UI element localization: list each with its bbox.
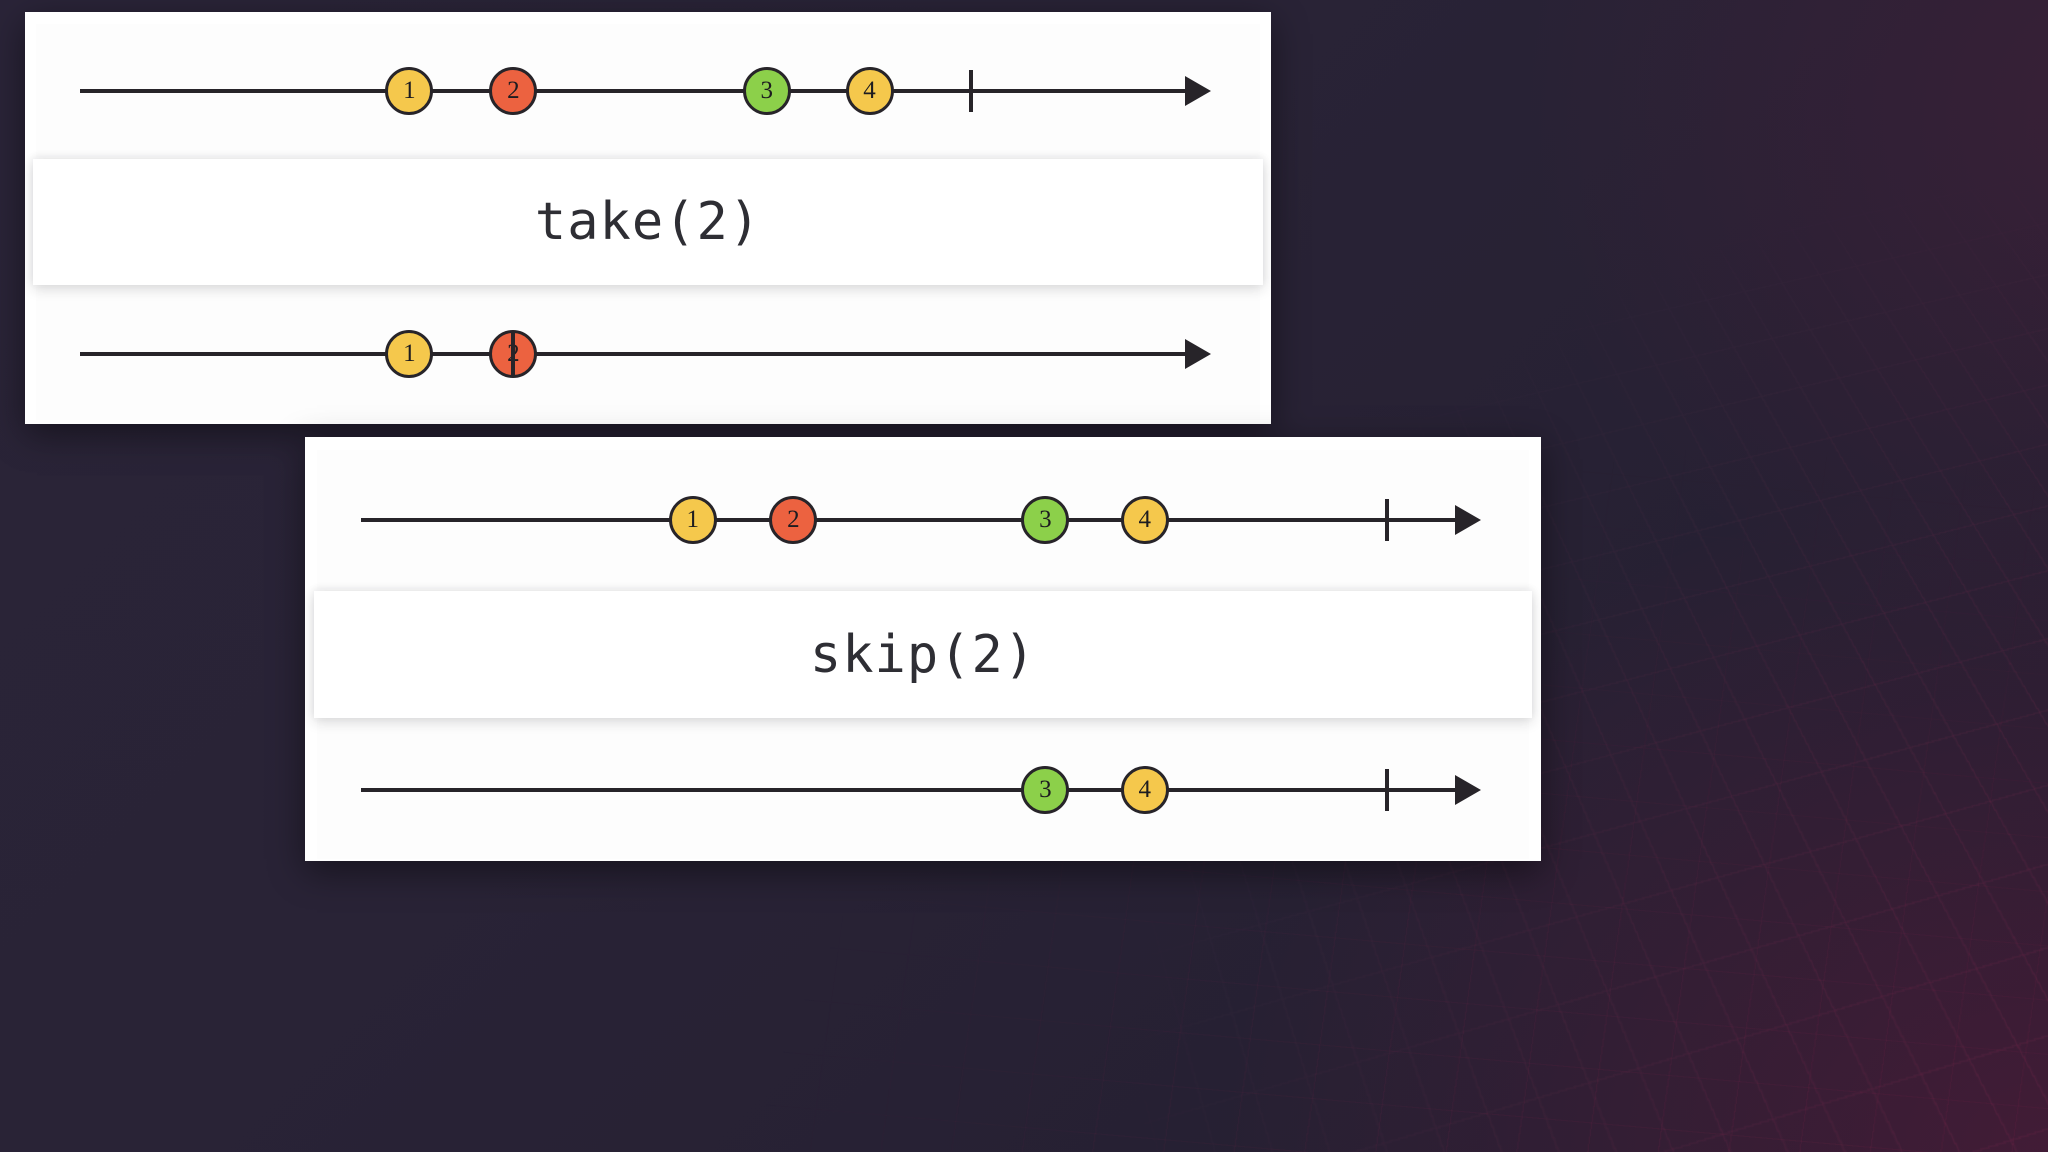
take-operator-box[interactable]: take(2) [33,159,1263,285]
skip-operator-box[interactable]: skip(2) [314,591,1532,718]
marble-value: 3 [760,76,773,104]
marble-value: 4 [1138,505,1152,533]
timeline-axis-line [360,517,1457,522]
take-output-stream-panel: 12 [36,287,1260,420]
marble-value: 4 [863,76,876,104]
completion-tick-marker [969,69,974,112]
marble-value: 3 [1039,775,1052,803]
marble-item[interactable]: 3 [1021,765,1070,814]
take-input-timeline: 1 2 3 4 [36,24,1260,157]
timeline-axis-line [80,351,1187,356]
marble-item[interactable]: 3 [742,66,791,115]
marble-value: 4 [1138,775,1152,803]
marble-item[interactable]: 4 [1120,495,1169,544]
timeline-axis-line [80,88,1187,93]
completion-tick-marker [1385,498,1390,541]
timeline-arrow-icon [1185,338,1212,369]
completion-tick-marker [511,332,516,375]
take-input-stream-panel: 1 2 3 4 [36,24,1260,157]
skip-input-timeline: 1 2 3 4 [317,450,1529,589]
completion-tick-marker [1385,768,1390,811]
skip-input-stream-panel: 1 2 3 4 [317,450,1529,589]
take-operator-label: take(2) [534,192,762,252]
marble-value: 2 [787,505,800,533]
marble-value: 1 [686,505,699,533]
timeline-arrow-icon [1455,774,1482,805]
marble-item[interactable]: 1 [668,495,717,544]
marble-value: 1 [403,76,416,104]
marble-item[interactable]: 1 [385,329,434,378]
timeline-arrow-icon [1455,504,1482,535]
marble-item[interactable]: 4 [1120,765,1169,814]
marble-value: 1 [403,339,416,367]
marble-item[interactable]: 1 [385,66,434,115]
marble-item[interactable]: 4 [845,66,894,115]
take-output-timeline: 12 [36,287,1260,420]
marble-item[interactable]: 2 [489,66,538,115]
marble-value: 2 [507,76,520,104]
timeline-axis-line [360,787,1457,792]
timeline-arrow-icon [1185,75,1212,106]
marble-item[interactable]: 2 [769,495,818,544]
marble-item[interactable]: 3 [1021,495,1070,544]
skip-operator-label: skip(2) [809,624,1037,685]
marble-value: 3 [1039,505,1052,533]
